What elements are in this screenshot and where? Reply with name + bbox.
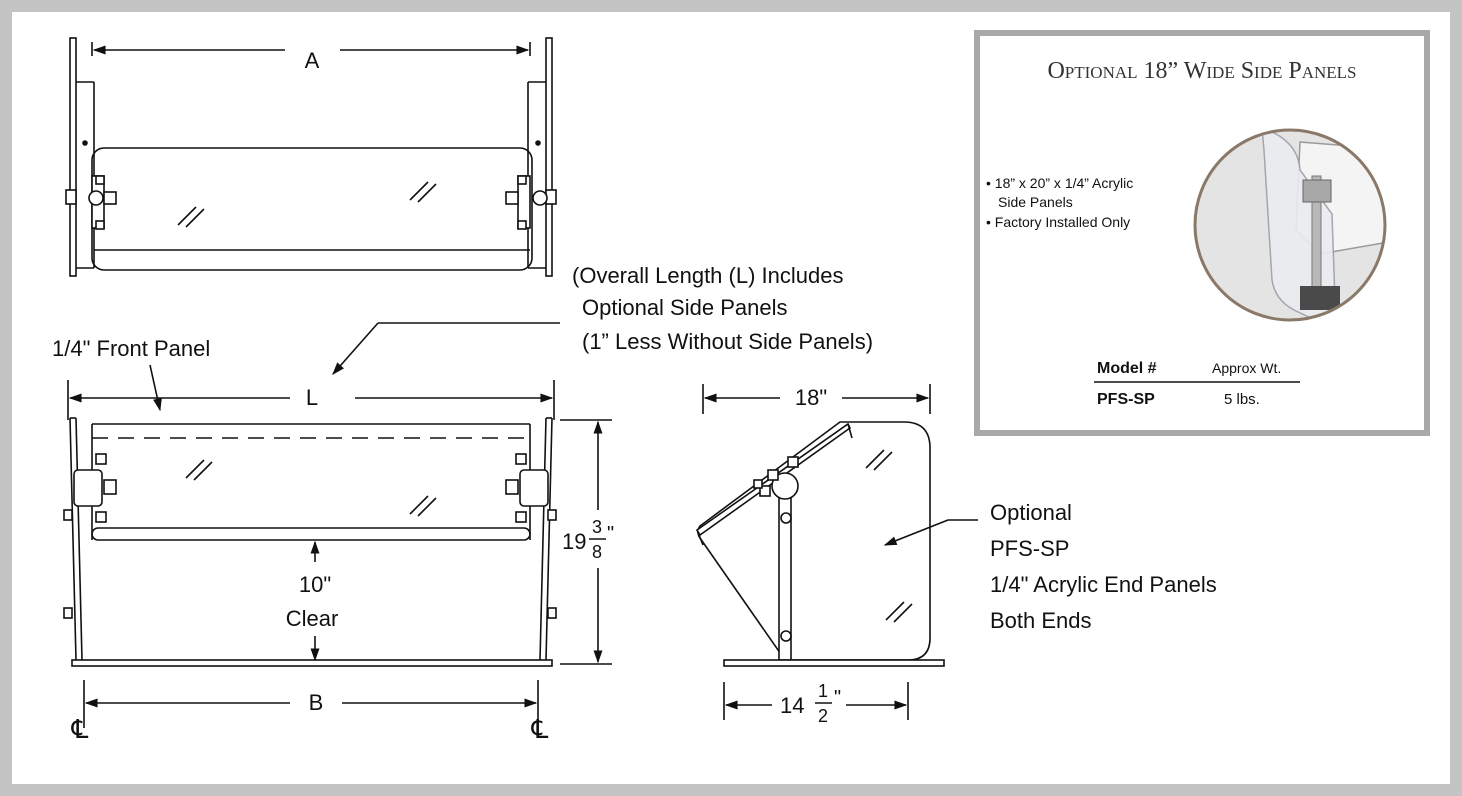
- base-dimension-label: 14 1 2 ": [780, 681, 841, 726]
- dimension-l-label: L: [306, 385, 318, 410]
- overall-length-note-line-1: (Overall Length (L) Includes: [572, 263, 843, 288]
- height-denominator: 8: [592, 542, 602, 562]
- height-dimension-label: 19 3 8 ": [562, 517, 614, 562]
- option-bullet-1: • 18” x 20” x 1/4” Acrylic: [986, 175, 1133, 191]
- option-bullet-2: • Factory Installed Only: [986, 214, 1130, 230]
- height-unit: ": [607, 523, 614, 545]
- clear-height-value: 10": [299, 572, 331, 597]
- end-panel-callout-line-4: Both Ends: [990, 608, 1092, 633]
- option-weight-table: Model # Approx Wt. PFS-SP 5 lbs.: [1094, 360, 1300, 408]
- centerline-right-symbol: ℄: [531, 714, 549, 744]
- centerline-left-symbol: ℄: [71, 714, 89, 744]
- front-panel-label: 1/4" Front Panel: [52, 336, 210, 361]
- top-view: [65, 37, 557, 277]
- end-panel-callout-line-3: 1/4" Acrylic End Panels: [990, 572, 1217, 597]
- base-whole: 14: [780, 693, 804, 718]
- side-view: [695, 384, 978, 720]
- height-whole: 19: [562, 529, 586, 554]
- dimension-b-label: B: [309, 690, 324, 715]
- end-panel-callout-line-1: Optional: [990, 500, 1072, 525]
- clear-height-label: Clear: [286, 606, 339, 631]
- table-header-weight: Approx Wt.: [1212, 360, 1281, 376]
- height-numerator: 3: [592, 517, 602, 537]
- overall-length-note-line-2: Optional Side Panels: [582, 295, 787, 320]
- overall-length-note-line-3: (1” Less Without Side Panels): [582, 329, 873, 354]
- option-bullet-1-cont: Side Panels: [998, 194, 1073, 210]
- end-panel-callout-line-2: PFS-SP: [990, 536, 1069, 561]
- front-view: [63, 322, 612, 728]
- side-panel-photo: [1193, 128, 1387, 322]
- base-numerator: 1: [818, 681, 828, 701]
- depth-dimension-label: 18": [795, 385, 827, 410]
- dimension-a-label: A: [305, 48, 320, 73]
- table-cell-model: PFS-SP: [1097, 391, 1155, 408]
- table-cell-weight: 5 lbs.: [1224, 391, 1260, 408]
- table-header-model: Model #: [1097, 360, 1157, 377]
- base-unit: ": [834, 687, 841, 709]
- side-panel-option-box: Optional 18” Wide Side Panels • 18” x 20…: [974, 30, 1430, 436]
- option-box-title: Optional 18” Wide Side Panels: [1047, 58, 1356, 84]
- base-denominator: 2: [818, 706, 828, 726]
